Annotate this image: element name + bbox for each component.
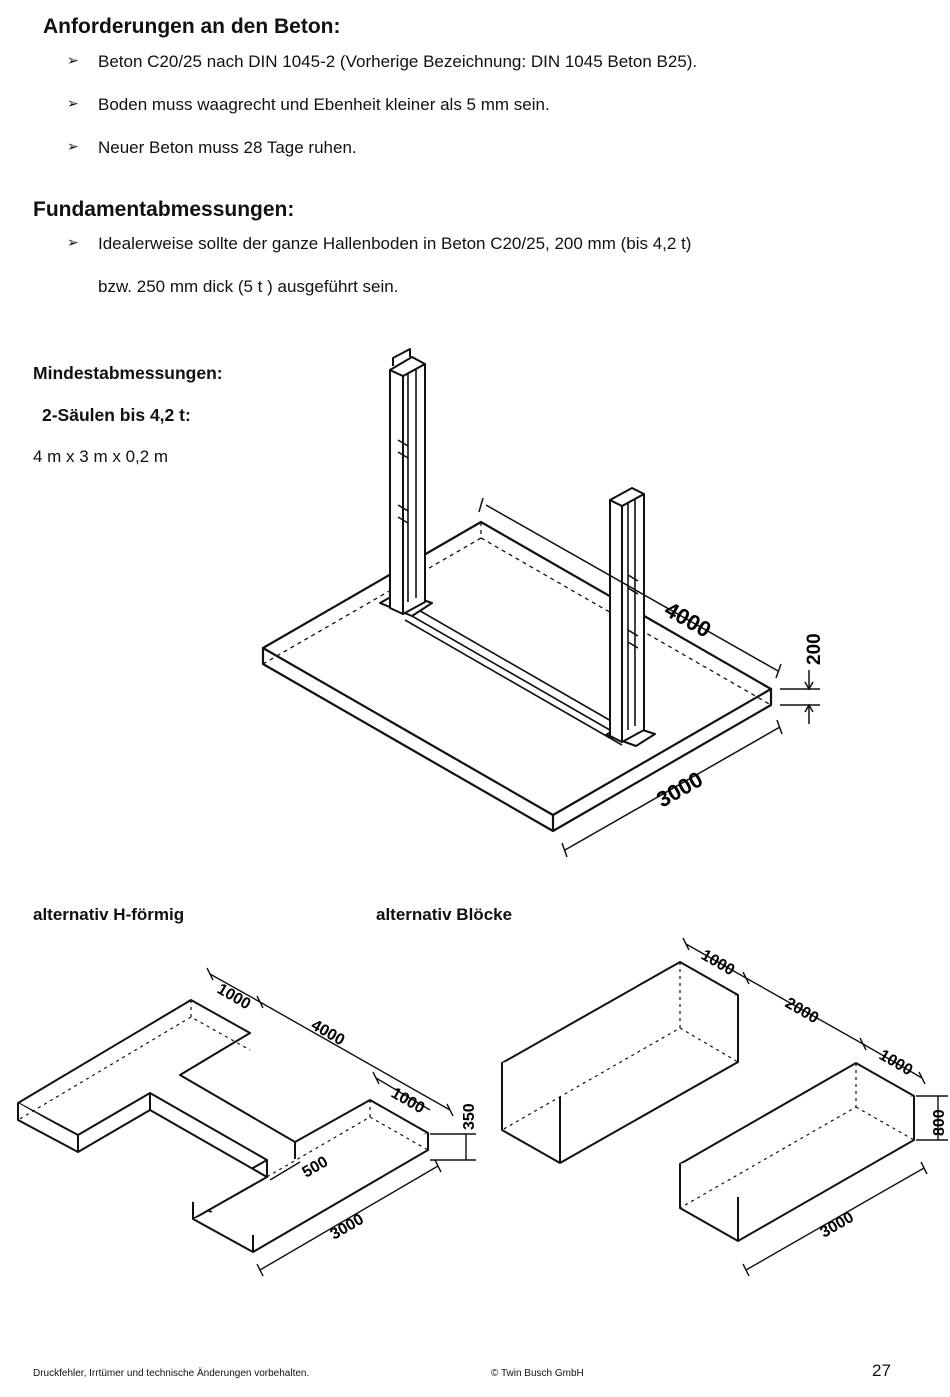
dim-h-width: 3000 bbox=[328, 1211, 367, 1244]
page-number: 27 bbox=[872, 1361, 891, 1380]
arrowhead-bullet-icon: ➢ bbox=[67, 138, 79, 154]
min-dimension-value: 4 m x 3 m x 0,2 m bbox=[33, 447, 169, 466]
dim-blocks-length: 3000 bbox=[818, 1209, 857, 1242]
bullet-concrete-grade: ➢ Beton C20/25 nach DIN 1045-2 (Vorherig… bbox=[67, 52, 698, 71]
arrowhead-bullet-icon: ➢ bbox=[67, 234, 79, 250]
foundation-slab-drawing: 4000 3000 200 bbox=[261, 348, 825, 858]
heading-minimum-dimensions: Mindestabmessungen: bbox=[33, 363, 223, 383]
subheading-two-post: 2-Säulen bis 4,2 t: bbox=[42, 405, 191, 425]
bullet-floor-level: ➢ Boden muss waagrecht und Ebenheit klei… bbox=[67, 95, 550, 114]
bullet-ideal-floor-continued: bzw. 250 mm dick (5 t ) ausgeführt sein. bbox=[98, 277, 399, 296]
dim-h-arm-width2: 1000 bbox=[388, 1085, 427, 1118]
arrowhead-bullet-icon: ➢ bbox=[67, 52, 79, 68]
caption-blocks: alternativ Blöcke bbox=[376, 905, 513, 924]
dim-blocks-height: 800 bbox=[931, 1109, 948, 1136]
bullet-curing-time: ➢ Neuer Beton muss 28 Tage ruhen. bbox=[67, 138, 357, 157]
dim-h-height: 350 bbox=[461, 1103, 478, 1130]
dim-block2-width: 1000 bbox=[876, 1047, 915, 1080]
blocks-foundation-drawing: 1000 2000 1000 800 3000 bbox=[501, 937, 948, 1277]
heading-concrete-requirements: Anforderungen an den Beton: bbox=[43, 15, 341, 38]
h-foundation-drawing: 1000 4000 1000 350 500 3000 bbox=[17, 967, 478, 1277]
caption-h-shape: alternativ H-förmig bbox=[33, 905, 185, 924]
heading-foundation-dimensions: Fundamentabmessungen: bbox=[33, 198, 295, 221]
dim-h-length: 4000 bbox=[308, 1017, 347, 1050]
dim-blocks-gap: 2000 bbox=[782, 995, 821, 1028]
dim-block1-width: 1000 bbox=[698, 947, 737, 980]
dim-thickness: 200 bbox=[804, 633, 825, 665]
footer-disclaimer: Druckfehler, Irrtümer und technische Änd… bbox=[33, 1368, 310, 1379]
bullet-ideal-floor: ➢ Idealerweise sollte der ganze Hallenbo… bbox=[67, 234, 692, 253]
footer-copyright: © Twin Busch GmbH bbox=[491, 1368, 584, 1379]
dim-h-arm-width: 1000 bbox=[214, 981, 253, 1014]
arrowhead-bullet-icon: ➢ bbox=[67, 95, 79, 111]
